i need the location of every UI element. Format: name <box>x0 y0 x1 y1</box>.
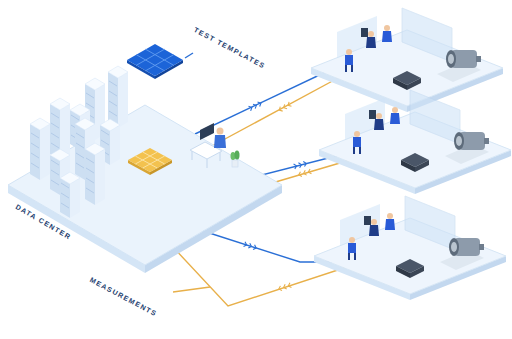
data-center-platform <box>85 143 105 205</box>
data-center-platform <box>214 135 226 148</box>
data-center-platform <box>60 172 80 218</box>
data-center-platform <box>108 66 128 128</box>
data-center-platform <box>0 40 290 275</box>
data-center-platform <box>192 151 220 168</box>
chevron-marks <box>278 283 291 292</box>
data-center-platform <box>232 160 238 167</box>
leader-line <box>185 53 193 58</box>
data-center-platform <box>30 118 50 180</box>
measurement-line <box>212 78 338 146</box>
chevron-marks <box>278 102 291 112</box>
data-center-platform <box>136 49 173 70</box>
test-stations <box>311 8 503 112</box>
test-stations <box>319 90 511 194</box>
test-stations <box>314 196 506 300</box>
test-stations <box>311 8 511 300</box>
chevron-marks <box>244 242 257 251</box>
flow-label: TEST TEMPLATES <box>193 26 267 70</box>
data-center-platform <box>128 148 172 172</box>
data-center-platform <box>8 105 282 265</box>
chevron-marks <box>298 169 311 177</box>
data-center-platform <box>217 128 224 135</box>
leader-line <box>173 287 210 292</box>
data-center-node: DATA CENTER <box>0 40 290 275</box>
flow-label: MEASUREMENTS <box>89 276 159 317</box>
data-center-platform <box>200 123 214 140</box>
data-center-platform <box>235 151 240 160</box>
chevron-marks <box>294 161 307 169</box>
data-center-platform <box>135 152 164 168</box>
data-center-platform <box>127 44 183 76</box>
template-line <box>195 70 330 134</box>
chevron-marks <box>249 101 262 111</box>
